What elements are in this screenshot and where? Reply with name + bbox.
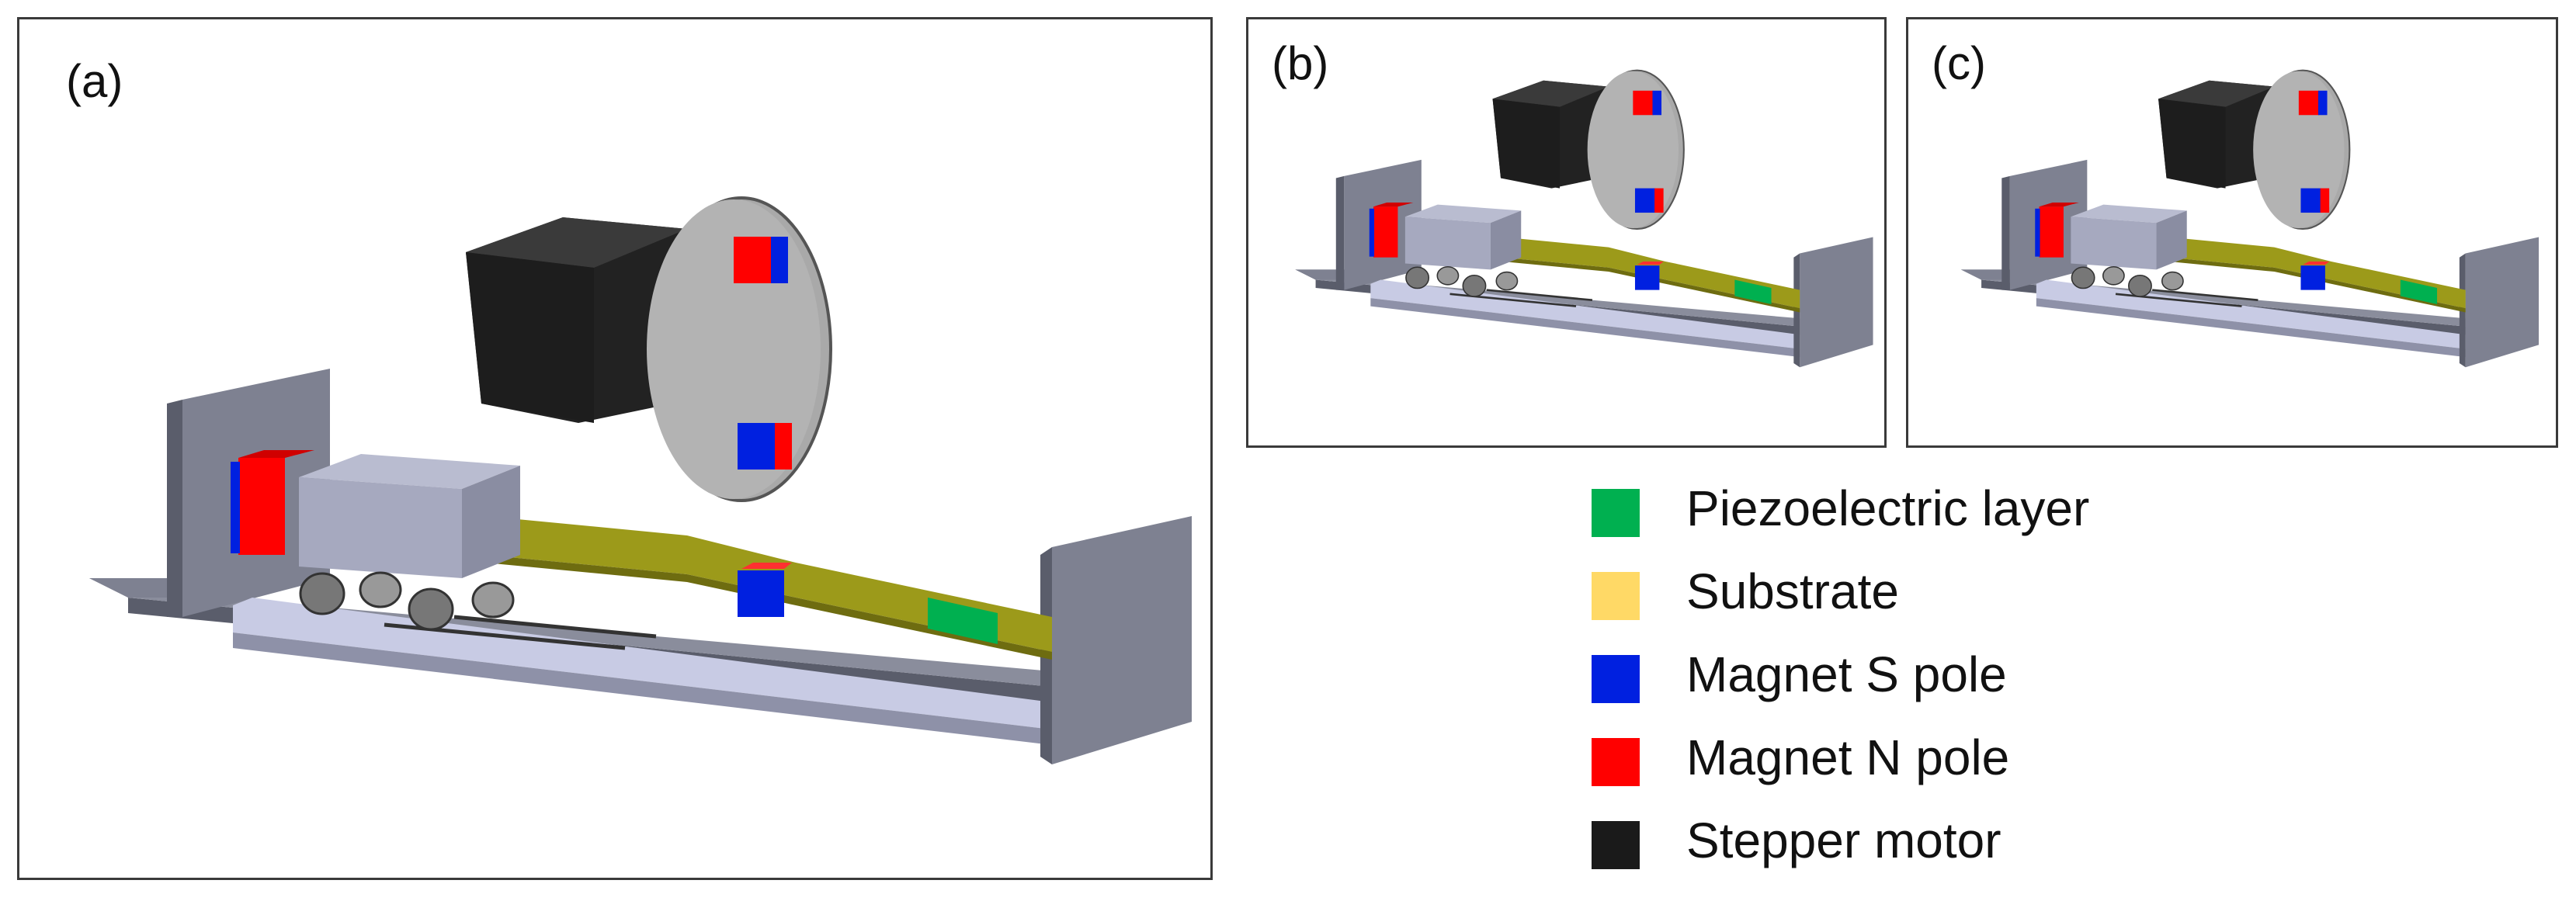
panel-a: (a): [17, 17, 1213, 880]
apparatus-diagram-a: [19, 19, 1213, 880]
piezoelectric-swatch: [1592, 489, 1640, 537]
apparatus-diagram-c: [1960, 69, 2540, 369]
legend: Piezoelectric layer Substrate Magnet S p…: [1592, 475, 2368, 890]
magnet-s-swatch: [1592, 655, 1640, 703]
panel-c-label: (c): [1932, 37, 1986, 89]
apparatus-diagram-b: [1294, 69, 1874, 369]
legend-item-piezoelectric: Piezoelectric layer: [1592, 475, 2368, 558]
magnet-n-swatch: [1592, 738, 1640, 786]
legend-item-magnet-s: Magnet S pole: [1592, 641, 2368, 724]
legend-item-substrate: Substrate: [1592, 558, 2368, 641]
legend-label: Piezoelectric layer: [1686, 480, 2090, 536]
panel-a-label: (a): [66, 55, 123, 107]
stepper-motor-swatch: [1592, 821, 1640, 869]
legend-label: Stepper motor: [1686, 813, 2001, 868]
legend-label: Magnet N pole: [1686, 729, 2010, 785]
panel-b: (b): [1246, 17, 1887, 448]
legend-item-magnet-n: Magnet N pole: [1592, 724, 2368, 807]
panel-b-label: (b): [1272, 37, 1329, 89]
panel-c: (c): [1906, 17, 2558, 448]
legend-item-stepper-motor: Stepper motor: [1592, 807, 2368, 890]
legend-label: Substrate: [1686, 563, 1899, 619]
substrate-swatch: [1592, 572, 1640, 620]
legend-label: Magnet S pole: [1686, 646, 2007, 702]
